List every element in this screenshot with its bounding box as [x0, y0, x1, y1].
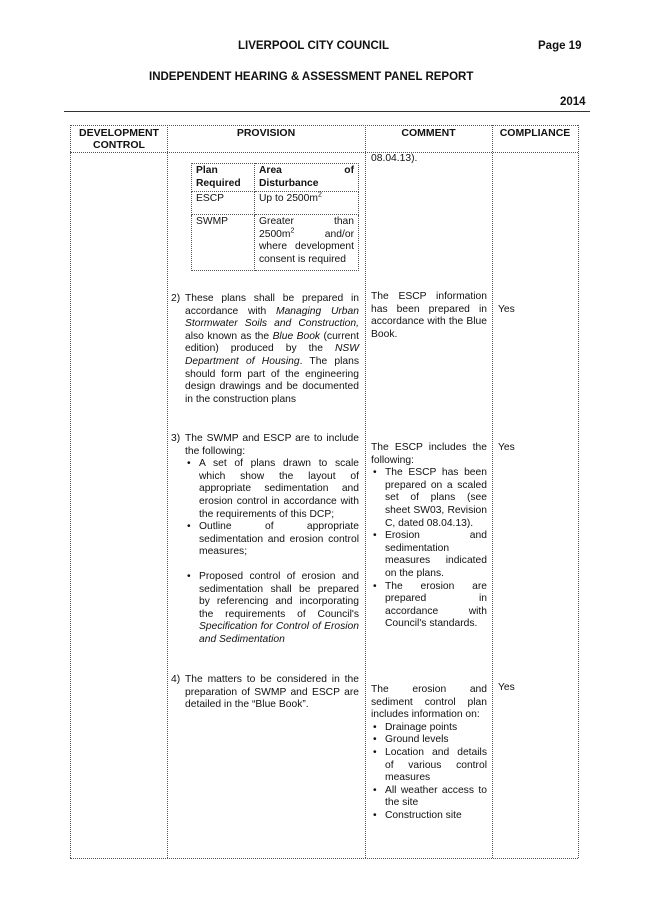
list-item: A set of plans drawn to scale which show…	[185, 458, 359, 521]
area-text: and/or where development consent is requ…	[259, 228, 354, 265]
table-border-top	[70, 125, 578, 126]
column-header-compliance: COMPLIANCE	[499, 127, 571, 139]
plan-cell: SWMP	[191, 214, 255, 271]
comment-item-3: The ESCP includes the following: The ESC…	[371, 442, 487, 631]
column-divider	[492, 125, 493, 858]
column-divider	[365, 125, 366, 858]
item-number: 3)	[171, 433, 181, 444]
plan-cell: ESCP	[191, 191, 255, 216]
provision-item-2: 2) These plans shall be prepared in acco…	[171, 293, 359, 406]
list-item: Proposed control of erosion and sediment…	[185, 571, 359, 647]
comment-list: The ESCP has been prepared on a scaled s…	[371, 467, 487, 631]
table-border-right	[578, 125, 579, 858]
specification-title: Specification for Control of Erosion and…	[199, 621, 359, 645]
table-border-bottom	[70, 858, 578, 859]
area-disturbance-header: Area of Disturbance	[254, 162, 359, 193]
guideline-alias: Blue Book	[272, 330, 321, 342]
council-name: LIVERPOOL CITY COUNCIL	[238, 40, 390, 52]
provision-item-4: 4) The matters to be considered in the p…	[171, 674, 359, 712]
comment-continuation: 08.04.13).	[371, 153, 418, 164]
provision-text-segment: also known as the	[185, 330, 273, 342]
department-name: NSW Department of Housing	[185, 343, 359, 367]
comment-list: Drainage points Ground levels Location a…	[371, 722, 487, 823]
list-item: Drainage points	[371, 722, 487, 735]
guideline-title: Managing Urban Stormwater Soils and Cons…	[185, 305, 359, 330]
area-cell: Up to 2500m2	[254, 191, 359, 216]
page-number: Page 19	[538, 40, 582, 52]
item-number: 4)	[171, 674, 181, 685]
compliance-item-2: Yes	[498, 304, 515, 315]
column-divider	[167, 125, 168, 858]
compliance-item-3: Yes	[498, 442, 515, 453]
area-text: Greater than 2500m	[259, 216, 354, 240]
provision-text-segment: . The plans should form part of the engi…	[185, 355, 359, 405]
comment-intro: The ESCP includes the following:	[371, 442, 487, 466]
table-row: ESCP Up to 2500m2	[191, 191, 359, 216]
area-cell: Greater than 2500m2 and/or where develop…	[254, 214, 359, 271]
item-number: 2)	[171, 293, 181, 304]
column-header-comment: COMMENT	[401, 127, 456, 139]
list-item-text: Proposed control of erosion and sediment…	[199, 570, 359, 620]
provision-text: The matters to be considered in the prep…	[185, 674, 359, 711]
provision-list: A set of plans drawn to scale which show…	[185, 458, 359, 646]
list-item: All weather access to the site	[371, 785, 487, 810]
list-item: Location and details of various control …	[371, 747, 487, 785]
header-rule	[64, 111, 590, 112]
list-item: Erosion and sedimentation measures indic…	[371, 530, 487, 580]
provision-intro: The SWMP and ESCP are to include the fol…	[185, 433, 359, 457]
provision-text-segment: These plans shall be prepared in accorda…	[185, 293, 359, 317]
column-header-provision: PROVISION	[236, 127, 296, 139]
list-item: Ground levels	[371, 734, 487, 747]
compliance-item-4: Yes	[498, 682, 515, 693]
comment-item-4: The erosion and sediment control plan in…	[371, 684, 487, 823]
comment-item-2: The ESCP information has been prepared i…	[371, 291, 487, 340]
table-row: Plan Required Area of Disturbance	[191, 162, 359, 193]
area-superscript: 2	[290, 227, 295, 235]
provision-item-3: 3) The SWMP and ESCP are to include the …	[171, 433, 359, 647]
table-row: SWMP Greater than 2500m2 and/or where de…	[191, 214, 359, 271]
table-border-left	[70, 125, 71, 858]
list-item: Outline of appropriate sedimentation and…	[185, 521, 359, 559]
list-item: Construction site	[371, 810, 487, 823]
comment-intro: The erosion and sediment control plan in…	[371, 684, 487, 721]
provision-text-segment: (current edition) produced by the	[185, 330, 359, 355]
report-title: INDEPENDENT HEARING & ASSESSMENT PANEL R…	[149, 71, 474, 83]
list-item: The erosion are prepared in accordance w…	[371, 581, 487, 631]
plan-required-header: Plan Required	[191, 162, 255, 193]
table-header-rule	[70, 152, 578, 153]
provision-text: The SWMP and ESCP are to include the fol…	[185, 433, 359, 647]
report-year: 2014	[560, 96, 586, 108]
area-text: Up to 2500m	[259, 193, 318, 205]
plan-area-table: Plan Required Area of Disturbance ESCP U…	[191, 162, 359, 271]
list-item: The ESCP has been prepared on a scaled s…	[371, 467, 487, 530]
area-superscript: 2	[317, 191, 322, 199]
provision-text: These plans shall be prepared in accorda…	[185, 293, 359, 406]
column-header-development-control: DEVELOPMENT CONTROL	[79, 127, 159, 151]
